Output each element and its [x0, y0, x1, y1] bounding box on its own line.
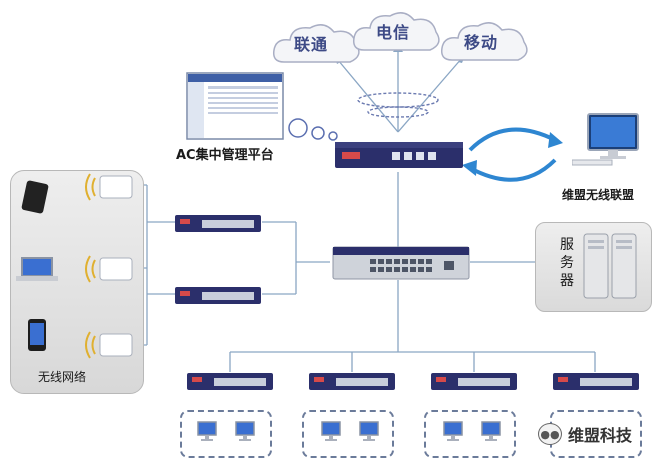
watermark-text: 维盟科技 — [568, 426, 633, 445]
watermark: ●● 维盟科技 — [538, 420, 650, 448]
wireless-network-label: 无线网络 — [38, 370, 87, 384]
tablet-icon — [21, 180, 49, 214]
floor-switch-3 — [431, 373, 517, 390]
access-point-bottom — [85, 331, 133, 359]
pc-group-3 — [424, 410, 516, 458]
floor-switch-2 — [309, 373, 395, 390]
access-point-top — [85, 173, 133, 201]
pc-group-1 — [180, 410, 272, 458]
access-switch-upper — [175, 215, 261, 232]
cloud-label-unicom: 联通 — [294, 35, 329, 54]
cloud-telecom — [352, 12, 440, 51]
floor-switch-4 — [553, 373, 639, 390]
pc-group-2 — [302, 410, 394, 458]
laptop-icon — [16, 257, 58, 281]
cloud-mobile — [440, 22, 528, 61]
gateway-device — [335, 142, 463, 168]
floor-switch-1 — [187, 373, 273, 390]
cloud-label-telecom: 电信 — [376, 23, 411, 42]
servers-label: 服务器 — [560, 237, 574, 289]
smartphone-icon — [28, 319, 46, 351]
chat-bubble-icon: ●● — [538, 423, 562, 445]
alliance-computer-icon — [572, 113, 639, 166]
access-point-middle — [85, 255, 133, 283]
core-switch — [332, 246, 470, 280]
access-switch-lower — [175, 287, 261, 304]
ac-platform-screen — [186, 72, 284, 140]
ac-platform-label: AC集中管理平台 — [176, 148, 274, 163]
server-tower-icon — [583, 233, 637, 299]
cloud-label-mobile: 移动 — [464, 33, 499, 52]
alliance-label: 维盟无线联盟 — [562, 188, 635, 202]
